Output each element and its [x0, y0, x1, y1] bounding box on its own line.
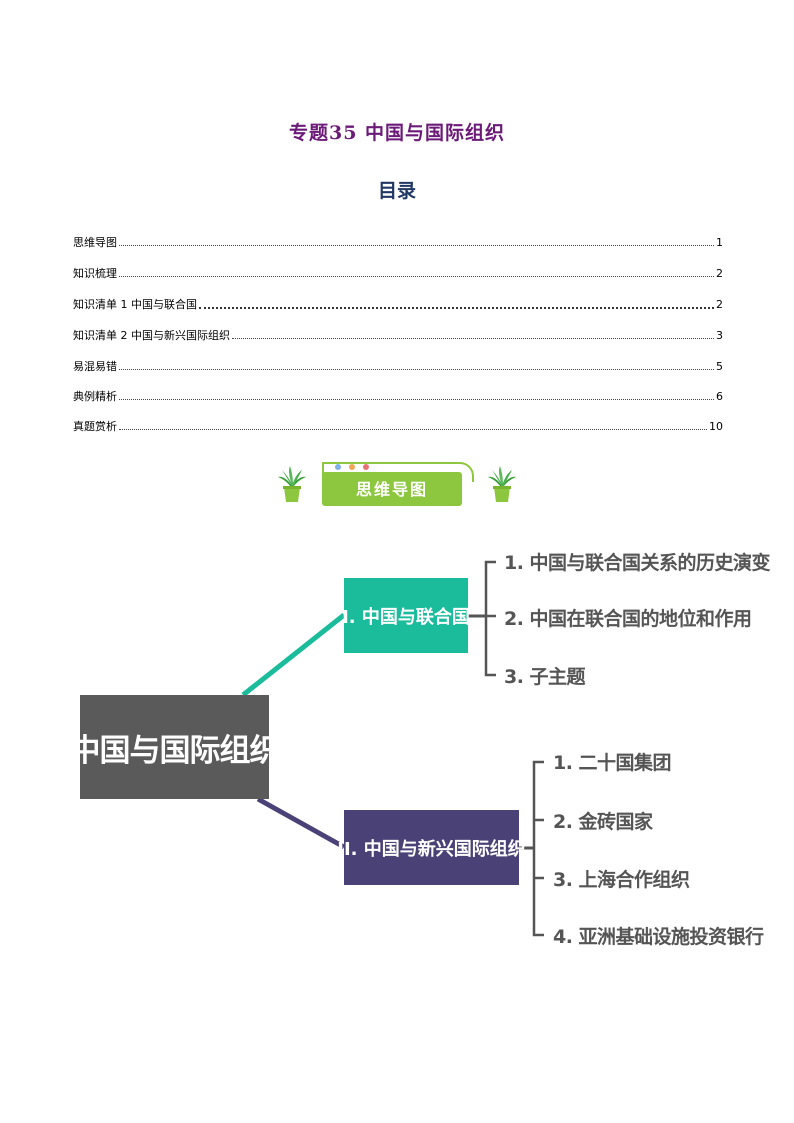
toc-entry-label: 思维导图 — [73, 236, 117, 249]
toc-entry[interactable]: 知识清单 1 中国与联合国 2 — [73, 280, 723, 311]
mind-map-leaf: 4. 亚洲基础设施投资银行 — [553, 926, 764, 948]
toc-entry-page: 3 — [716, 329, 723, 342]
toc-leader-dots — [119, 428, 707, 430]
mind-map-root: 中国与国际组织 — [70, 695, 281, 799]
mind-map-branch-2: II. 中国与新兴国际组织 — [337, 810, 526, 885]
connector-branch-1 — [241, 613, 346, 697]
mind-map-leaf: 2. 中国在联合国的地位和作用 — [504, 608, 752, 630]
toc-entry-label: 典例精析 — [73, 390, 117, 403]
connector-branch-2 — [256, 796, 346, 850]
toc-leader-dots — [232, 337, 714, 339]
banner-tab — [322, 472, 462, 506]
banner-dot-icon — [335, 464, 341, 470]
toc-leader-dots — [119, 244, 714, 246]
toc-entry[interactable]: 思维导图 1 — [73, 218, 723, 249]
toc-leader-dots — [119, 398, 714, 400]
banner-dot-icon — [363, 464, 369, 470]
potted-plant-icon — [278, 466, 306, 502]
mind-map-leaf: 1. 中国与联合国关系的历史演变 — [504, 552, 771, 574]
toc-entry-label: 知识清单 1 中国与联合国 — [73, 298, 197, 311]
toc-entry-label: 知识梳理 — [73, 267, 117, 280]
toc-entry-page: 2 — [716, 298, 723, 311]
mind-map-branch-1: I. 中国与联合国 — [342, 578, 470, 653]
toc-entry-label: 知识清单 2 中国与新兴国际组织 — [73, 329, 230, 342]
toc-leader-dots — [119, 368, 714, 370]
mind-map-leaf: 3. 上海合作组织 — [553, 869, 690, 891]
section-banner: 思维导图 — [277, 460, 517, 510]
toc-entry-label: 真题赏析 — [73, 420, 117, 433]
toc-entry[interactable]: 真题赏析 10 — [73, 403, 723, 433]
mind-map-leaf: 3. 子主题 — [504, 666, 586, 688]
toc-leader-dots — [119, 275, 714, 277]
toc-entry[interactable]: 知识清单 2 中国与新兴国际组织 3 — [73, 311, 723, 342]
toc-entry-label: 易混易错 — [73, 360, 117, 373]
bracket-branch-1 — [484, 560, 496, 677]
mind-map-leaf: 1. 二十国集团 — [553, 752, 672, 774]
toc-entry-page: 10 — [709, 420, 723, 433]
bracket-branch-2 — [532, 760, 544, 937]
toc-entry-page: 5 — [716, 360, 723, 373]
toc-entry-page: 2 — [716, 267, 723, 280]
toc-heading: 目录 — [377, 180, 416, 202]
toc-entry-page: 1 — [716, 236, 723, 249]
mind-map-connectors — [241, 560, 544, 937]
mind-map-leaf: 2. 金砖国家 — [553, 811, 653, 833]
toc-entry[interactable]: 知识梳理 2 — [73, 249, 723, 280]
toc-entry[interactable]: 易混易错 5 — [73, 342, 723, 373]
mind-map: 中国与国际组织 I. 中国与联合国 II. 中国与新兴国际组织 1. 中国与联合… — [0, 540, 794, 960]
potted-plant-icon — [488, 466, 516, 502]
toc-entry-page: 6 — [716, 390, 723, 403]
toc-leader-dots — [199, 306, 714, 309]
table-of-contents: 思维导图 1 知识梳理 2 知识清单 1 中国与联合国 2 知识清单 2 中国与… — [73, 218, 723, 433]
toc-entry[interactable]: 典例精析 6 — [73, 373, 723, 403]
document-title: 专题35 中国与国际组织 — [288, 122, 506, 144]
banner-dot-icon — [349, 464, 355, 470]
banner-label: 思维导图 — [355, 480, 428, 499]
